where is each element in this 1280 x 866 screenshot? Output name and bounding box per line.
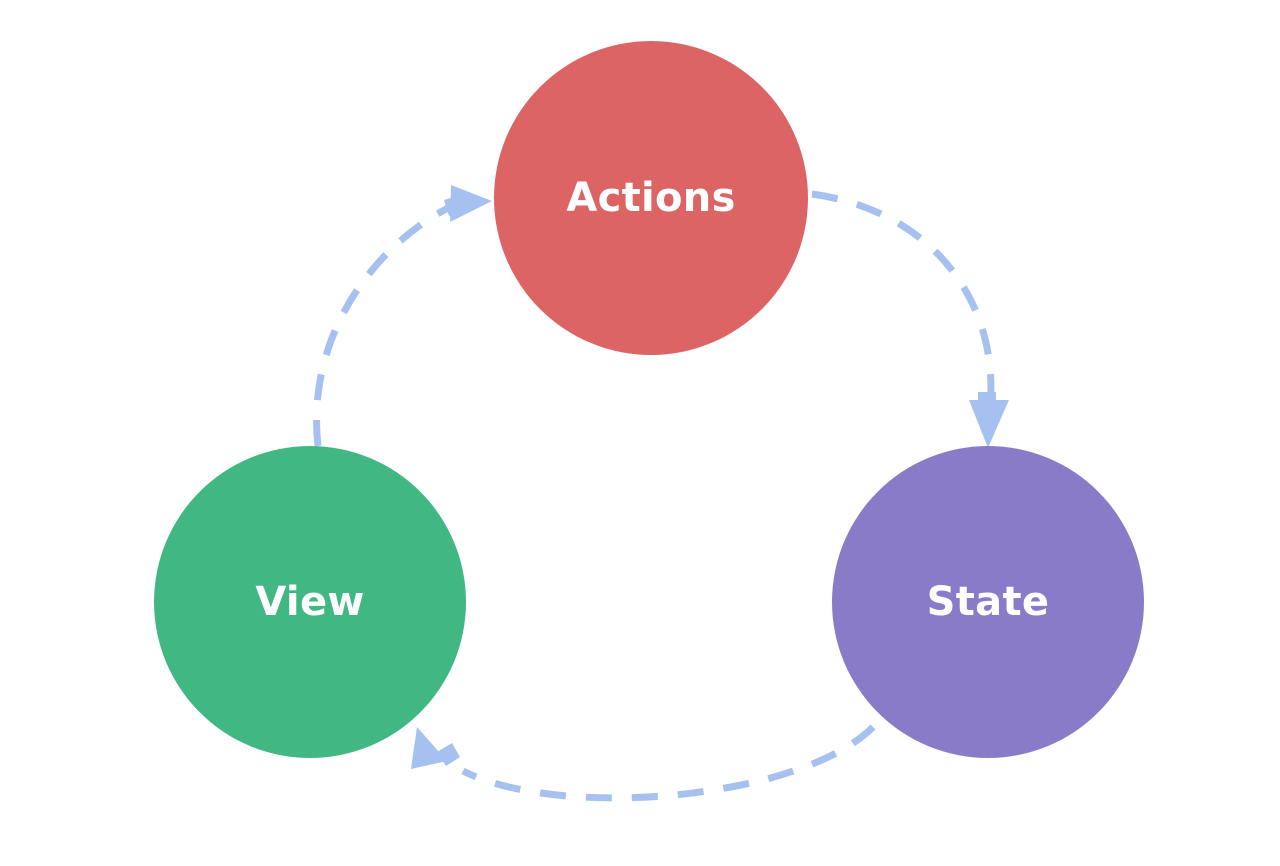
edge-view-to-actions-arrowhead-notch [444,196,463,216]
edge-actions-to-state-arrowhead [969,400,1009,448]
node-state[interactable]: State [832,446,1144,758]
edge-actions-to-state [811,190,1009,448]
node-view[interactable]: View [154,446,466,758]
edge-view-to-actions-arrowhead [450,185,492,222]
edge-view-to-actions-path [313,203,452,447]
edge-view-to-actions [313,185,492,447]
node-state-label: State [926,579,1050,625]
edge-actions-to-state-arrowhead-notch [978,392,996,404]
edge-state-to-view-arrowhead [411,727,447,769]
edge-state-to-view-path [461,724,876,802]
edge-state-to-view-arrowhead-notch [437,743,460,766]
node-actions[interactable]: Actions [494,41,808,355]
edge-state-to-view [411,724,876,802]
node-view-label: View [255,579,365,625]
node-actions-label: Actions [566,175,736,221]
edge-actions-to-state-path [811,190,995,409]
